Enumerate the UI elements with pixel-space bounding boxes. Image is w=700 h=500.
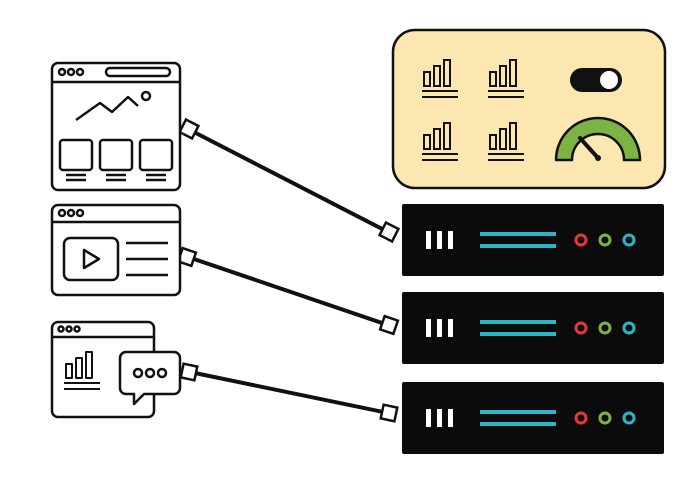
led-green-icon xyxy=(598,233,612,247)
server-status-lines xyxy=(480,320,556,336)
dashboard-panel xyxy=(391,28,667,190)
server-2 xyxy=(402,292,664,364)
server-1 xyxy=(402,204,664,276)
led-green-icon xyxy=(598,411,612,425)
led-red-icon xyxy=(574,411,588,425)
led-cyan-icon xyxy=(622,321,636,335)
server-vent-icon xyxy=(426,231,453,249)
connector-port xyxy=(179,362,199,382)
chart-chat-window-icon xyxy=(50,320,182,419)
connector-port xyxy=(377,220,401,244)
server-3 xyxy=(402,382,664,454)
server-vent-icon xyxy=(426,319,453,337)
connection-line-1 xyxy=(189,128,389,234)
gauge-icon xyxy=(554,116,642,162)
connector-port xyxy=(177,117,201,141)
led-green-icon xyxy=(598,321,612,335)
toggle-switch-icon xyxy=(570,68,622,92)
led-cyan-icon xyxy=(622,233,636,247)
connection-lines xyxy=(187,128,389,415)
led-red-icon xyxy=(574,233,588,247)
video-player-window-icon xyxy=(50,203,182,297)
server-vent-icon xyxy=(426,409,453,427)
led-red-icon xyxy=(574,321,588,335)
server-status-lines xyxy=(480,232,556,248)
led-cyan-icon xyxy=(622,411,636,425)
connector-ports xyxy=(176,117,401,423)
image-gallery-window-icon xyxy=(50,61,182,192)
connection-line-2 xyxy=(187,255,389,327)
connector-port xyxy=(379,403,399,423)
connection-line-3 xyxy=(189,370,389,415)
connector-port xyxy=(378,314,400,336)
monitoring-dashboard xyxy=(391,28,667,190)
server-status-lines xyxy=(480,410,556,426)
